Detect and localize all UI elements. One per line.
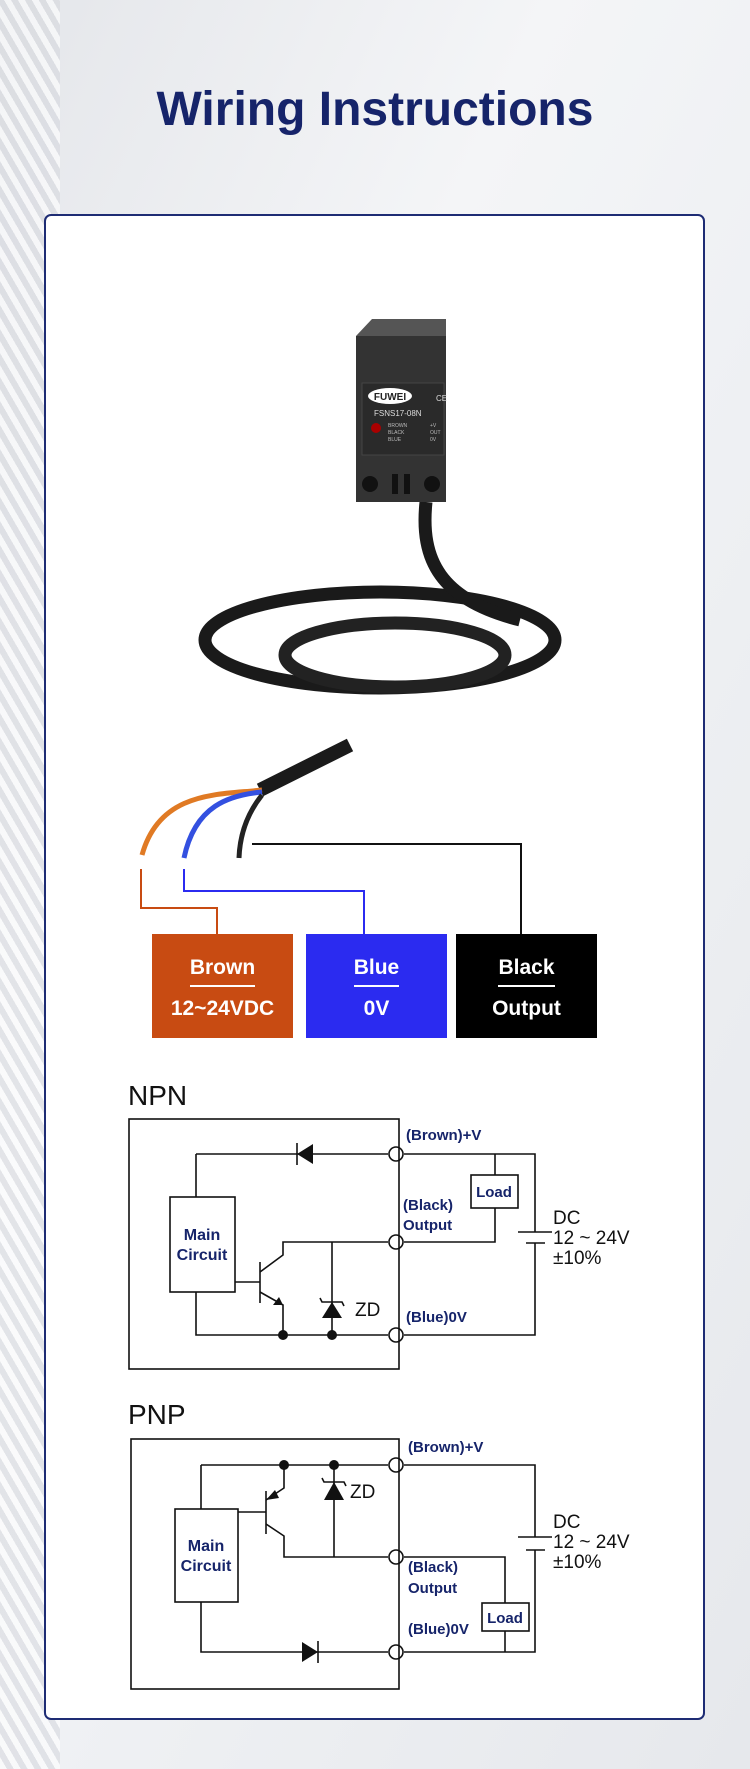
- voltage-range: 12 ~ 24V: [553, 1532, 630, 1553]
- diode-icon: [297, 1144, 313, 1164]
- zener-diode-icon: [324, 1482, 344, 1500]
- wire-name: Black: [498, 956, 555, 987]
- brown-wire-box: Brown 12~24VDC: [152, 934, 293, 1038]
- page-title: Wiring Instructions: [156, 83, 594, 136]
- output-label: Output: [408, 1580, 457, 1597]
- black-terminal-label: (Black): [408, 1559, 458, 1576]
- main-circuit-label: Circuit: [181, 1558, 232, 1575]
- voltage-range: 12 ~ 24V: [553, 1228, 630, 1249]
- main-circuit-label: Circuit: [177, 1247, 228, 1264]
- zd-label: ZD: [350, 1482, 375, 1503]
- output-label: Output: [403, 1217, 452, 1234]
- load-box: [470, 1174, 519, 1209]
- blue-wire: [181, 789, 263, 859]
- pin-func: OUT: [430, 430, 441, 436]
- black-wire-box: Black Output: [456, 934, 597, 1038]
- tolerance: ±10%: [553, 1552, 602, 1573]
- npn-title: NPN: [128, 1080, 187, 1111]
- npn-diagram: NPN Main Circuit ZD (Brown)+V (Black) Ou…: [128, 1080, 630, 1370]
- zd-label: ZD: [355, 1300, 380, 1321]
- wire-function: 12~24VDC: [170, 997, 275, 1020]
- pnp-diagram: PNP Main Circuit ZD (Brown)+V (Black) Ou…: [128, 1399, 630, 1690]
- load-label: Load: [487, 1610, 523, 1627]
- indicator-led: [371, 423, 381, 433]
- dc-label: DC: [553, 1512, 580, 1533]
- main-circuit-box: [174, 1508, 239, 1603]
- wire-function: 0V: [363, 997, 390, 1020]
- blue-wire-box: Blue 0V: [306, 934, 447, 1038]
- main-circuit-label: Main: [188, 1538, 224, 1555]
- dc-label: DC: [553, 1208, 580, 1229]
- pnp-title: PNP: [128, 1399, 186, 1430]
- wire-function: Output: [492, 997, 561, 1020]
- brown-terminal-label: (Brown)+V: [408, 1439, 483, 1456]
- sensor-product: FUWEI CE FSNS17-08N BROWN BLACK BLUE +V …: [139, 319, 562, 859]
- blue-terminal-label: (Blue)0V: [406, 1309, 467, 1326]
- pin-func: +V: [430, 423, 437, 429]
- pin-label: BLUE: [388, 437, 402, 443]
- cable-loop-inner: [278, 616, 512, 694]
- ce-mark: CE: [436, 394, 447, 403]
- brown-wire: [139, 787, 263, 856]
- black-leader: [252, 843, 522, 934]
- load-box: [481, 1602, 530, 1632]
- brown-terminal-label: (Brown)+V: [406, 1127, 481, 1144]
- model-number: FSNS17-08N: [374, 409, 422, 418]
- cable-end: [256, 738, 354, 797]
- zener-diode-icon: [322, 1302, 342, 1318]
- brand-logo: FUWEI: [374, 392, 406, 403]
- diode-icon: [302, 1642, 318, 1662]
- pin-func: 0V: [430, 437, 437, 443]
- black-terminal-label: (Black): [403, 1197, 453, 1214]
- black-wire: [236, 793, 264, 859]
- main-circuit-box: [169, 1196, 236, 1293]
- main-circuit-label: Main: [184, 1227, 220, 1244]
- pin-label: BLACK: [388, 430, 405, 436]
- brown-leader: [140, 869, 218, 934]
- pin-label: BROWN: [388, 423, 408, 429]
- blue-leader: [183, 869, 365, 934]
- cable: [418, 501, 522, 627]
- wire-name: Blue: [353, 956, 400, 987]
- blue-terminal-label: (Blue)0V: [408, 1621, 469, 1638]
- load-label: Load: [476, 1184, 512, 1201]
- tolerance: ±10%: [553, 1248, 602, 1269]
- wire-name: Brown: [189, 956, 256, 987]
